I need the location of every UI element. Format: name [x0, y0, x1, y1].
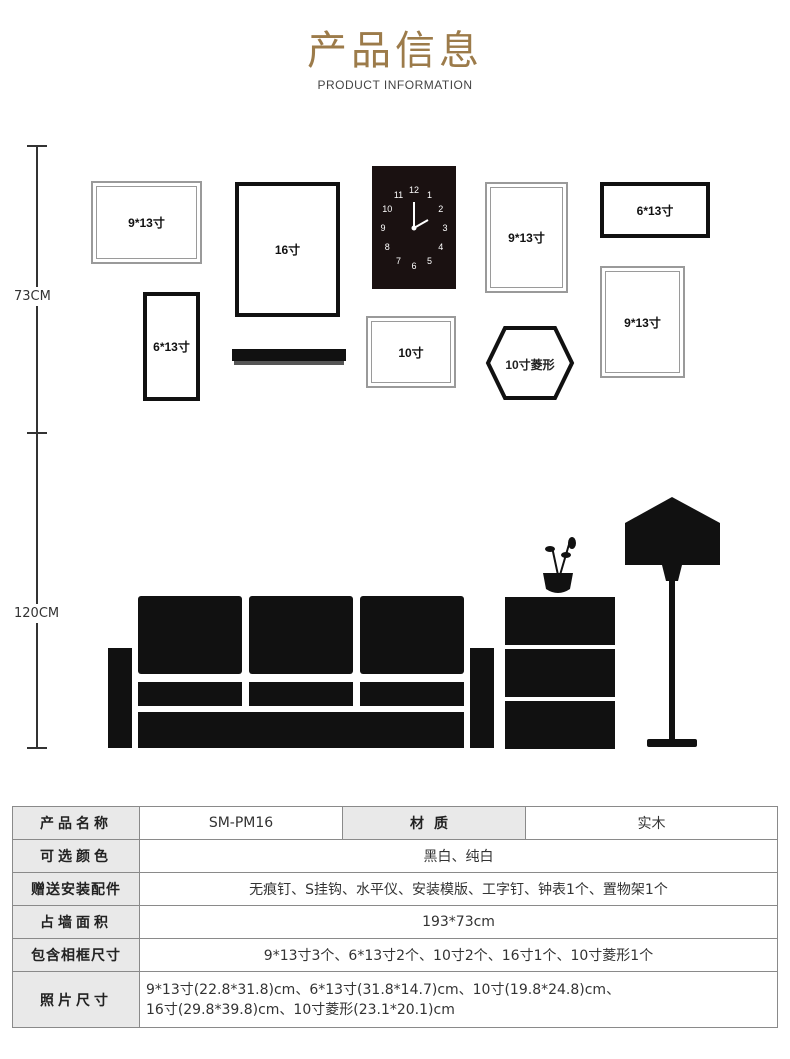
clock-numeral: 2	[438, 204, 443, 214]
area-label: 占墙面积	[12, 905, 140, 939]
dimension-ruler	[27, 145, 47, 749]
cabinet-with-plant	[505, 537, 615, 749]
wall-shelf	[232, 349, 346, 365]
frame-9x13-top-right: 9*13寸	[485, 182, 568, 293]
clock-numeral: 9	[380, 223, 385, 233]
clock-numeral: 5	[427, 256, 432, 266]
floor-lamp	[625, 497, 720, 747]
clock-numeral: 11	[394, 190, 403, 200]
material-label: 材质	[342, 806, 526, 840]
material-value: 实木	[525, 806, 778, 840]
gift-label: 赠送安装配件	[12, 872, 140, 906]
product-name-label: 产品名称	[12, 806, 140, 840]
clock-numeral: 10	[382, 204, 392, 214]
frame-9x13-top-left: 9*13寸	[91, 181, 202, 264]
hexagon-frame	[485, 326, 575, 400]
table-row: 占墙面积 193*73cm	[12, 905, 778, 939]
table-row: 可选颜色 黑白、纯白	[12, 839, 778, 873]
frame-10: 10寸	[366, 316, 456, 388]
table-row: 赠送安装配件 无痕钉、S挂钩、水平仪、安装模版、工字钉、钟表1个、置物架1个	[12, 872, 778, 906]
clock-numeral: 1	[427, 190, 432, 200]
wall-height-label: 73CM	[14, 287, 51, 306]
frame-size-label: 9*13寸	[624, 315, 661, 330]
photo-size-value: 9*13寸(22.8*31.8)cm、6*13寸(31.8*14.7)cm、10…	[139, 971, 778, 1028]
photo-size-line-1: 9*13寸(22.8*31.8)cm、6*13寸(31.8*14.7)cm、10…	[146, 981, 621, 998]
frame-size-label: 6*13寸	[636, 203, 674, 218]
table-row: 照片尺寸 9*13寸(22.8*31.8)cm、6*13寸(31.8*14.7)…	[12, 971, 778, 1028]
table-row: 包含相框尺寸 9*13寸3个、6*13寸2个、10寸2个、16寸1个、10寸菱形…	[12, 938, 778, 972]
photo-size-label: 照片尺寸	[12, 971, 140, 1028]
hexagon-frame-label: 10寸菱形	[505, 358, 555, 372]
frame-6x13-portrait: 6*13寸	[143, 292, 200, 401]
frame-size-label: 包含相框尺寸	[12, 938, 140, 972]
color-value: 黑白、纯白	[139, 839, 778, 873]
frame-size-value: 9*13寸3个、6*13寸2个、10寸2个、16寸1个、10寸菱形1个	[139, 938, 778, 972]
clock-numeral: 3	[442, 223, 447, 233]
area-value: 193*73cm	[139, 905, 778, 939]
frame-size-label: 16寸	[274, 243, 301, 257]
sofa	[108, 596, 494, 748]
frame-9x13-right: 9*13寸	[600, 266, 685, 378]
spec-table: 产品名称 SM-PM16 材质 实木 可选颜色 黑白、纯白 赠送安装配件 无痕钉…	[12, 806, 778, 1028]
clock-numeral: 4	[438, 242, 443, 252]
frame-16: 16寸	[235, 182, 340, 317]
frame-size-label: 10寸	[398, 345, 424, 360]
clock-numeral: 7	[396, 256, 401, 266]
floor-height-label: 120CM	[14, 604, 60, 623]
product-name-value: SM-PM16	[139, 806, 343, 840]
clock-numeral: 8	[385, 242, 390, 252]
frame-size-label: 9*13寸	[508, 231, 545, 245]
page-subtitle: PRODUCT INFORMATION	[317, 78, 473, 92]
photo-size-line-2: 16寸(29.8*39.8)cm、10寸菱形(23.1*20.1)cm	[146, 1001, 455, 1018]
clock-numeral: 6	[411, 261, 416, 271]
table-row: 产品名称 SM-PM16 材质 实木	[12, 806, 778, 840]
gift-value: 无痕钉、S挂钩、水平仪、安装模版、工字钉、钟表1个、置物架1个	[139, 872, 778, 906]
frame-size-label: 9*13寸	[128, 216, 165, 230]
frame-size-label: 6*13寸	[153, 340, 190, 354]
color-label: 可选颜色	[12, 839, 140, 873]
clock-numeral: 12	[409, 185, 419, 195]
frame-6x13-landscape: 6*13寸	[600, 182, 710, 238]
page-title: 产品信息	[307, 28, 483, 74]
